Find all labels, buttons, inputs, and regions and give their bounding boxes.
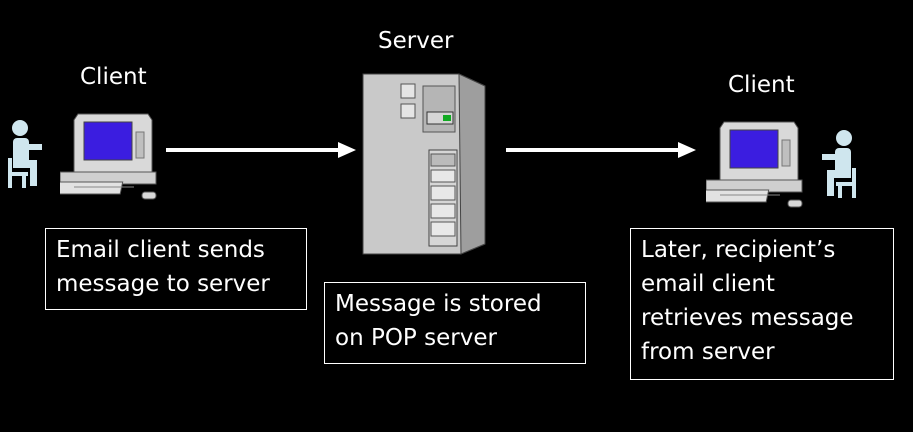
server-tower-icon: [357, 70, 489, 256]
store-description-box: Message is stored on POP server: [324, 282, 586, 364]
retrieve-description-box: Later, recipient’s email client retrieve…: [630, 228, 894, 380]
store-line-1: Message is stored: [335, 291, 542, 317]
send-line-1: Email client sends: [56, 237, 265, 263]
client-left-title: Client: [80, 64, 147, 90]
seated-person-icon: [818, 128, 860, 200]
right-arrow-icon: [166, 142, 356, 158]
right-desktop-computer-icon: [706, 118, 812, 210]
server-title: Server: [378, 28, 454, 54]
left-desktop-computer-icon: [60, 110, 166, 202]
store-line-2: on POP server: [335, 325, 497, 351]
send-description-box: Email client sends message to server: [45, 228, 307, 310]
client-right-title: Client: [728, 72, 795, 98]
retrieve-line-3: retrieves message: [641, 305, 854, 331]
seated-person-icon: [4, 118, 46, 190]
retrieve-line-2: email client: [641, 271, 775, 297]
right-arrow-icon: [506, 142, 696, 158]
retrieve-line-1: Later, recipient’s: [641, 237, 836, 263]
retrieve-line-4: from server: [641, 339, 775, 365]
send-line-2: message to server: [56, 271, 270, 297]
